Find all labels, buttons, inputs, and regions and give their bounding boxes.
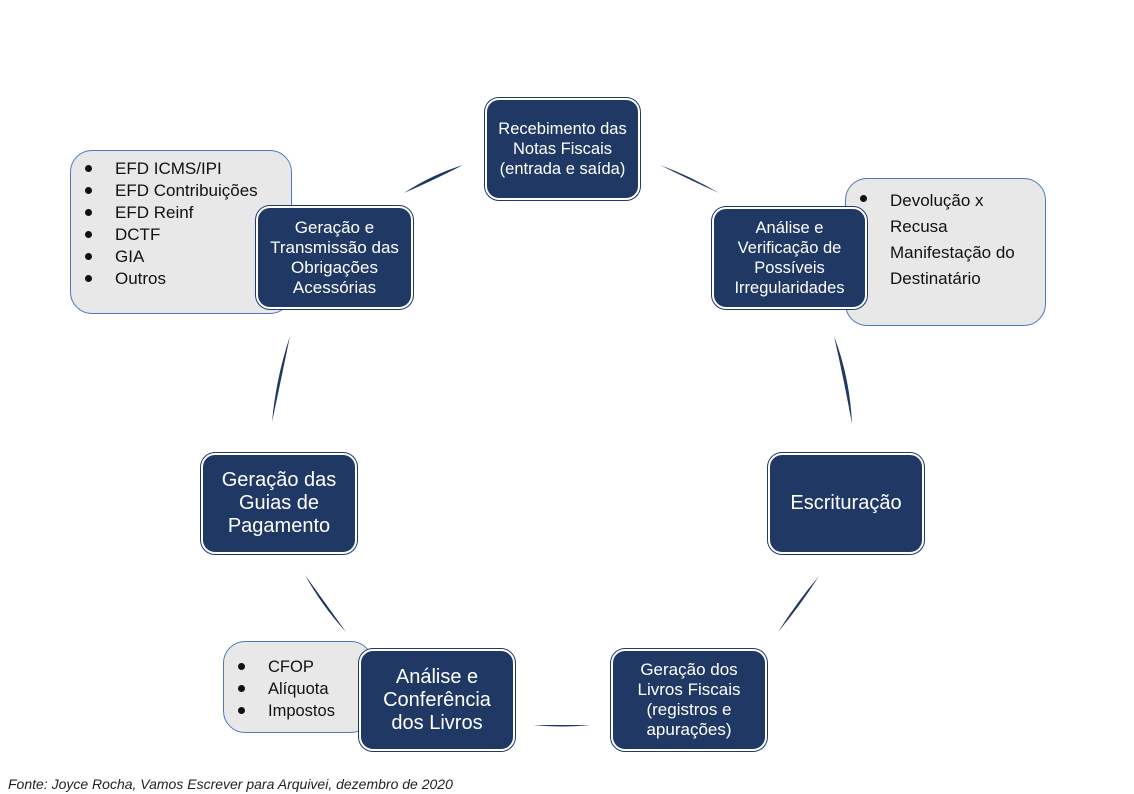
node-geracao-livros-fiscais: Geração dos Livros Fiscais (registros e … [611, 649, 767, 751]
node-analise-conferencia: Análise e Conferência dos Livros [359, 649, 515, 751]
node-recebimento-label: Recebimento das Notas Fiscais (entrada e… [498, 120, 627, 178]
node-analise-verificacao: Análise e Verificação de Possíveis Irreg… [712, 207, 867, 309]
obrigacoes-list-item: EFD Reinf [71, 202, 291, 224]
obrigacoes-list-item: Outros [71, 268, 291, 290]
livros-list-item: Alíquota [224, 678, 372, 700]
connector-recebimento-analise [660, 165, 719, 193]
node-geracao-livros-label: Geração dos Livros Fiscais (registros e … [637, 660, 741, 739]
obrigacoes-list-item: EFD ICMS/IPI [71, 158, 291, 180]
irregularidades-list-item: Devolução x Recusa [846, 188, 1027, 240]
node-geracao-guias: Geração das Guias de Pagamento [201, 453, 357, 554]
livros-list-item: CFOP [224, 656, 372, 678]
connector-conferencia-guias [305, 575, 346, 632]
irregularidades-list-item: Manifestação do Destinatário [846, 240, 1027, 292]
obrigacoes-list-item: EFD Contribuições [71, 180, 291, 202]
livros-list-item: Impostos [224, 700, 372, 722]
obrigacoes-list-item: GIA [71, 246, 291, 268]
node-escrituracao: Escrituração [768, 453, 924, 554]
node-analise-conferencia-label: Análise e Conferência dos Livros [383, 665, 491, 734]
connector-analise-escrituracao [834, 336, 852, 424]
connector-transmissao-recebimento [404, 165, 463, 193]
connector-guias-transmissao [272, 336, 290, 422]
obrigacoes-list-item: DCTF [71, 224, 291, 246]
node-geracao-transmissao-label: Geração e Transmissão das Obrigações Ace… [270, 217, 399, 297]
node-geracao-transmissao: Geração e Transmissão das Obrigações Ace… [256, 206, 413, 309]
node-analise-verificacao-label: Análise e Verificação de Possíveis Irreg… [734, 219, 845, 297]
node-geracao-guias-label: Geração das Guias de Pagamento [221, 469, 337, 537]
connector-livros-conferencia [533, 725, 590, 727]
node-recebimento-notas: Recebimento das Notas Fiscais (entrada e… [485, 98, 640, 200]
node-escrituracao-label: Escrituração [790, 492, 902, 514]
source-caption: Fonte: Joyce Rocha, Vamos Escrever para … [8, 776, 453, 792]
connector-escrituracao-livros [778, 576, 819, 632]
